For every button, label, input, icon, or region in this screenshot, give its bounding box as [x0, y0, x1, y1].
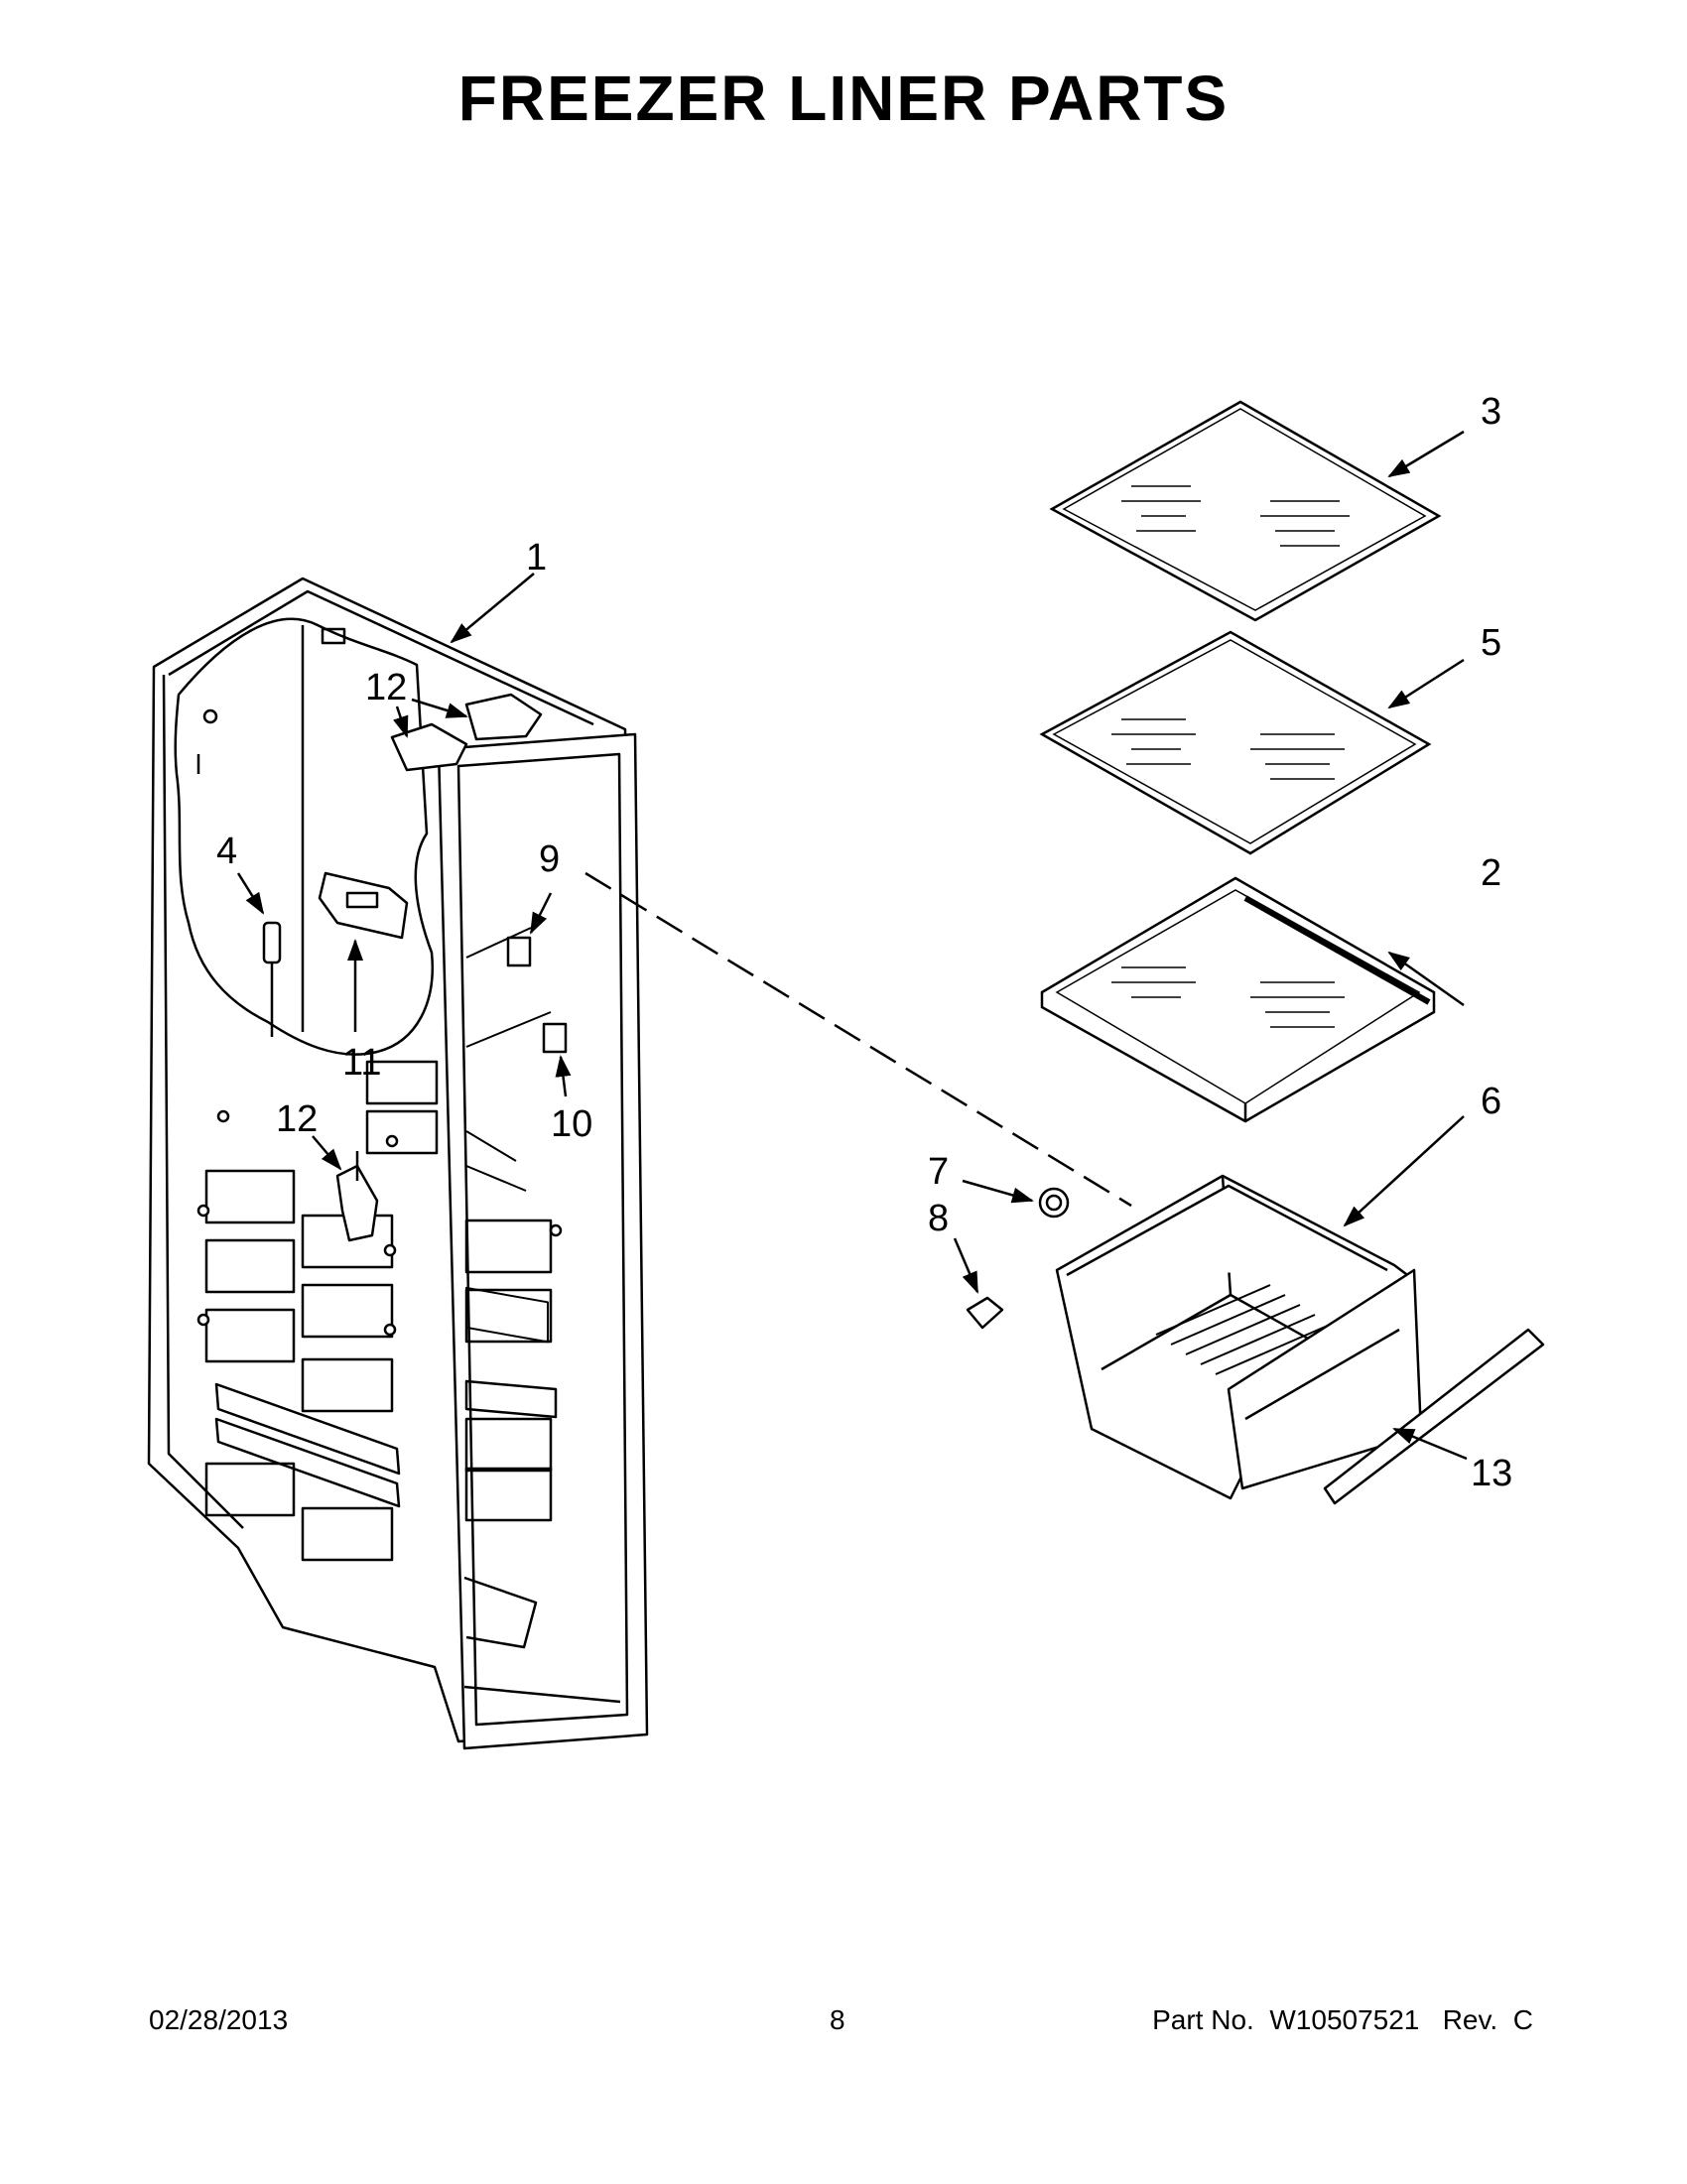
callout-6: 6: [1481, 1081, 1501, 1122]
callout-4: 4: [216, 831, 237, 872]
freezer-drawer: [966, 1174, 1545, 1505]
callout-12-top: 12: [365, 667, 407, 708]
callout-13: 13: [1471, 1453, 1512, 1494]
page-title: FREEZER LINER PARTS: [457, 63, 1230, 134]
callout-9: 9: [539, 838, 560, 880]
footer-part-number: Part No. W10507521 Rev. C: [1152, 2004, 1533, 2035]
callout-1: 1: [526, 537, 547, 578]
callout-10: 10: [551, 1103, 592, 1145]
callout-2: 2: [1481, 852, 1501, 894]
callout-5: 5: [1481, 622, 1501, 664]
callout-12-lower: 12: [276, 1098, 318, 1140]
freezer-liner: [147, 577, 649, 1750]
glass-shelf-2: [1040, 876, 1436, 1123]
glass-shelf-5: [1039, 630, 1432, 855]
callout-11: 11: [342, 1042, 381, 1084]
footer-page-number: 8: [830, 2004, 845, 2035]
callout-3: 3: [1481, 391, 1501, 433]
glass-shelf-3: [1049, 400, 1442, 622]
footer-date: 02/28/2013: [149, 2004, 289, 2035]
callout-7: 7: [928, 1151, 949, 1193]
callout-8: 8: [928, 1198, 949, 1239]
leader-arrows: [236, 430, 1468, 1461]
assembly-dashed-line: [584, 871, 1132, 1208]
